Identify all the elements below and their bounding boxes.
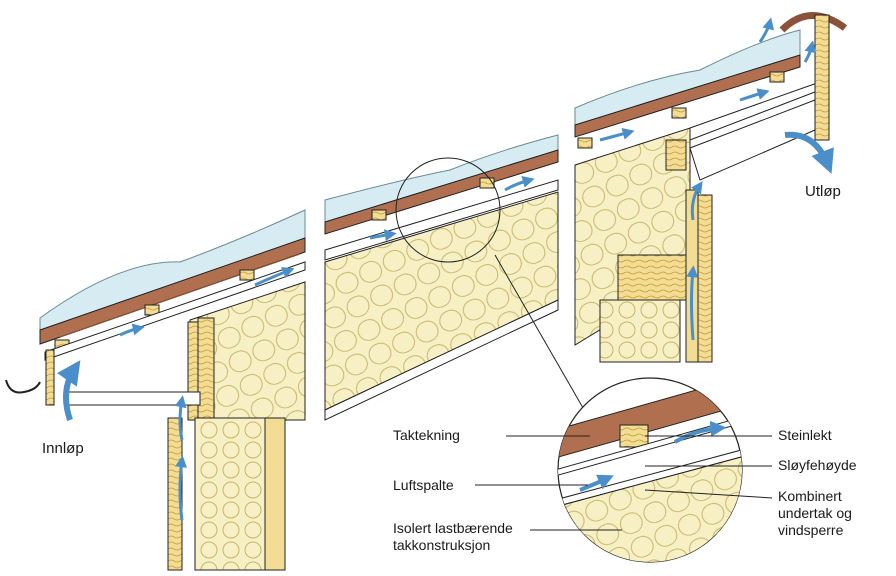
- middle-section: [324, 134, 591, 421]
- ridge-cap-icon: [779, 12, 848, 33]
- label-utlop: Utløp: [805, 183, 841, 200]
- snow-layer: [39, 209, 306, 331]
- roof-tiles: [574, 54, 801, 138]
- ridge-section: [574, 12, 848, 363]
- snow-layer: [324, 134, 559, 223]
- label-steinlekt: Steinlekt: [778, 427, 832, 443]
- label-luftspalte: Luftspalte: [393, 477, 454, 493]
- label-sloyfehoyde: Sløyfehøyde: [778, 457, 857, 473]
- magnifier-circle-icon: [395, 157, 501, 263]
- roof-tiles: [39, 237, 306, 345]
- leader-lines: [475, 435, 773, 531]
- label-taktekning: Taktekning: [393, 427, 460, 443]
- label-innlop: Innløp: [42, 440, 84, 457]
- label-isolert: Isolert lastbærende takkonstruksjon: [393, 520, 513, 553]
- air-flow-arrow-icon: [56, 360, 81, 421]
- snow-layer: [574, 29, 801, 126]
- label-kombinert: Kombinert undertak og vindsperre: [778, 488, 852, 538]
- detail-magnifier: [557, 377, 743, 563]
- air-flow-arrow-icon: [784, 131, 834, 174]
- eave-section: [5, 209, 306, 571]
- gutter-icon: [5, 379, 41, 394]
